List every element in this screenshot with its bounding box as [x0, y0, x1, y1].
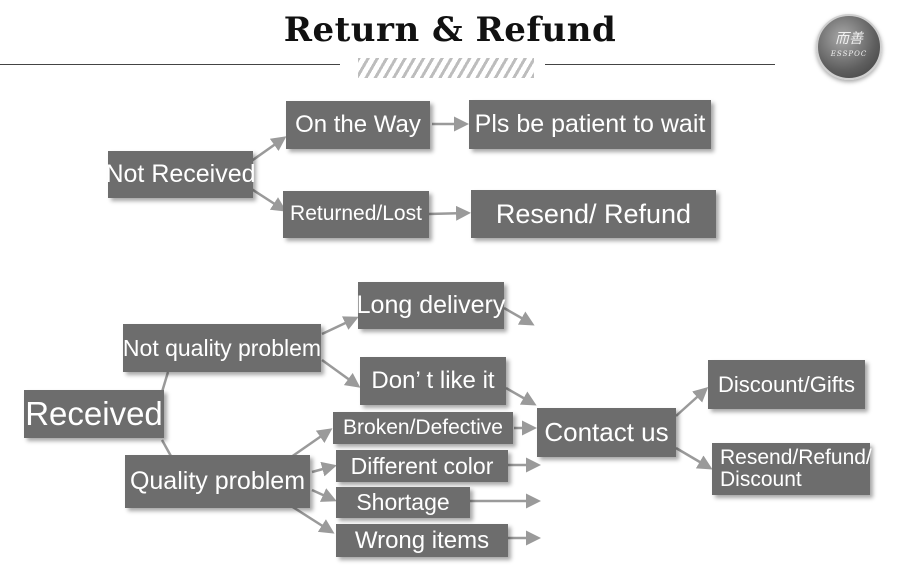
- page-title: Return & Refund: [283, 10, 617, 50]
- node-long-delivery: Long delivery: [356, 282, 506, 329]
- title-hatch-decoration: [358, 58, 534, 78]
- node-not-received: Not Received: [105, 151, 256, 198]
- node-patient-wait-label: Pls be patient to wait: [474, 110, 706, 139]
- arrow-contact-resend: [675, 446, 713, 470]
- arrow-long-open: [503, 306, 535, 326]
- node-broken-defective: Broken/Defective: [333, 412, 513, 444]
- node-different-color: Different color: [336, 450, 508, 482]
- node-dont-like-it-label: Don’ t like it: [371, 367, 495, 395]
- node-not-received-label: Not Received: [105, 160, 256, 189]
- node-returned-lost: Returned/Lost: [283, 191, 429, 238]
- node-discount-gifts-label: Discount/Gifts: [718, 371, 855, 397]
- arrow-notreceived-ontheway: [249, 136, 287, 164]
- node-discount-gifts: Discount/Gifts: [708, 360, 865, 409]
- node-returned-lost-label: Returned/Lost: [290, 202, 422, 226]
- title-rule-left: [0, 64, 340, 65]
- node-on-the-way-label: On the Way: [295, 111, 421, 139]
- arrow-quality-color: [311, 461, 337, 477]
- node-wrong-items: Wrong items: [336, 524, 508, 557]
- connector-received-notquality: [160, 371, 170, 393]
- node-not-quality-problem: Not quality problem: [123, 324, 321, 372]
- brand-logo: 而善 ESSPOC: [816, 14, 882, 80]
- arrow-notquality-dontlike: [321, 358, 361, 388]
- arrow-contact-discount: [675, 386, 709, 417]
- logo-chinese-text: 而善: [835, 31, 863, 47]
- arrow-notquality-long: [321, 316, 359, 336]
- node-wrong-items-label: Wrong items: [354, 526, 490, 554]
- node-contact-us: Contact us: [537, 408, 676, 457]
- arrow-quality-shortage: [311, 488, 337, 502]
- node-long-delivery-label: Long delivery: [356, 291, 506, 320]
- node-contact-us-label: Contact us: [544, 416, 669, 447]
- node-resend-refund-label: Resend/ Refund: [495, 198, 692, 229]
- arrow-notreceived-returned: [249, 186, 287, 212]
- node-not-quality-problem-label: Not quality problem: [122, 334, 322, 361]
- logo-latin-text: ESSPOC: [830, 50, 868, 58]
- arrow-dontlike-contact: [505, 386, 537, 406]
- title-rule-right: [545, 64, 775, 65]
- node-resend-refund-discount-line1: Resend/Refund/: [720, 445, 872, 469]
- node-quality-problem: Quality problem: [125, 455, 310, 508]
- node-different-color-label: Different color: [350, 452, 494, 479]
- node-shortage: Shortage: [336, 487, 470, 518]
- node-resend-refund-discount-line2: Discount: [720, 468, 802, 491]
- node-on-the-way: On the Way: [286, 101, 430, 149]
- arrow-returned-resend: [427, 205, 471, 221]
- node-resend-refund-discount: Resend/Refund/ Discount: [712, 443, 872, 495]
- node-patient-wait: Pls be patient to wait: [469, 100, 711, 149]
- arrow-quality-wrong: [287, 502, 335, 534]
- node-dont-like-it: Don’ t like it: [360, 357, 506, 405]
- node-received: Received: [24, 390, 164, 438]
- node-received-label: Received: [25, 394, 163, 432]
- node-shortage-label: Shortage: [356, 489, 450, 516]
- node-broken-defective-label: Broken/Defective: [343, 415, 503, 439]
- node-quality-problem-label: Quality problem: [129, 467, 306, 496]
- node-resend-refund: Resend/ Refund: [471, 190, 716, 238]
